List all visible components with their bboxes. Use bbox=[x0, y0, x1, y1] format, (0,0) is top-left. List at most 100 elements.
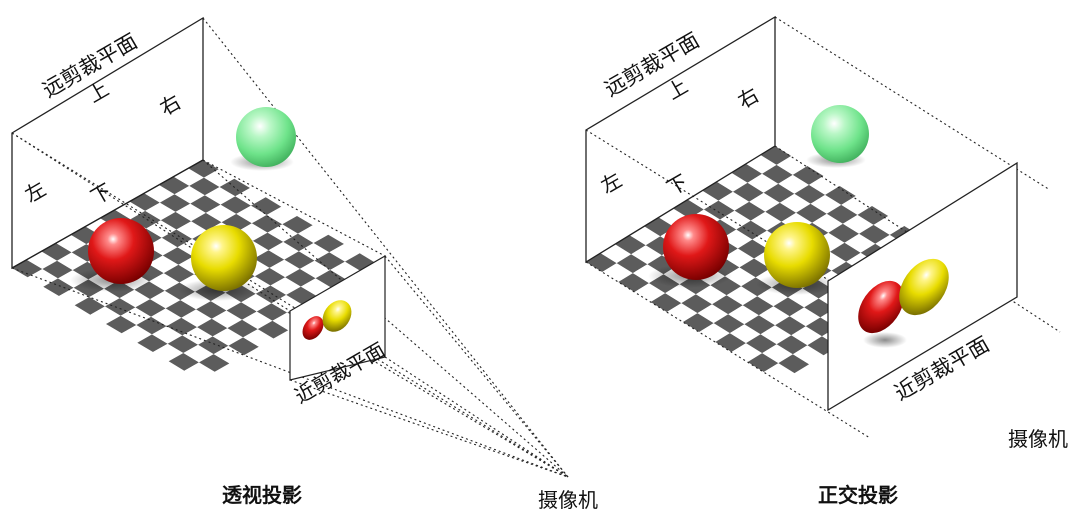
floor-tile-left bbox=[165, 300, 197, 318]
floor-tile-right bbox=[842, 214, 874, 234]
floor-tile-right bbox=[695, 285, 727, 305]
floor-tile-left bbox=[137, 334, 168, 352]
floor-tile-right bbox=[718, 191, 750, 211]
floor-tile-right bbox=[830, 242, 861, 262]
floor-tile-right bbox=[729, 324, 761, 344]
floor-tile-left bbox=[57, 252, 88, 271]
floor-tile-left bbox=[135, 299, 166, 317]
floor-tile-left bbox=[282, 216, 313, 234]
floor-tile-left bbox=[162, 247, 194, 265]
floor-tile-left bbox=[199, 354, 230, 372]
floor-tile-left bbox=[227, 319, 258, 338]
floor-tile-left bbox=[42, 260, 73, 279]
floor-tile-right bbox=[631, 245, 662, 265]
floor-tile-left bbox=[220, 196, 251, 214]
floor-tile-right bbox=[720, 210, 751, 230]
floor-tile-left bbox=[228, 337, 259, 356]
floor-tile-left bbox=[329, 244, 360, 262]
floor-tile-right bbox=[734, 201, 766, 221]
floor-tile-right bbox=[726, 286, 758, 306]
floor-tile-right bbox=[809, 176, 840, 195]
floor-tile-left bbox=[204, 187, 236, 205]
floor-tile-left bbox=[251, 215, 283, 233]
up-label-left: 上 bbox=[84, 77, 113, 108]
green-sphere-left bbox=[236, 107, 296, 167]
floor-tile-right bbox=[736, 220, 767, 240]
floor-tile-left bbox=[151, 308, 182, 327]
floor-tile-left bbox=[189, 177, 220, 196]
floor-tile-right bbox=[844, 233, 876, 253]
yellow-projection-left bbox=[322, 300, 352, 332]
floor-tile-left bbox=[253, 250, 285, 268]
floor-tile-right bbox=[812, 213, 843, 233]
floor-tile-left bbox=[152, 326, 183, 344]
floor-tile-left bbox=[120, 307, 152, 325]
floor-tile-right bbox=[765, 202, 797, 222]
floor-tile-right bbox=[747, 173, 779, 193]
floor-tile-left bbox=[163, 264, 195, 283]
floor-tile-left bbox=[257, 320, 289, 339]
floor-tile-right bbox=[794, 184, 826, 204]
floor-tile-left bbox=[266, 206, 297, 225]
floor-tile-left bbox=[242, 311, 273, 330]
floor-tile-right bbox=[713, 314, 745, 334]
floor-tile-right bbox=[873, 216, 905, 235]
floor-edge-left bbox=[11, 159, 204, 269]
floor-tile-left bbox=[59, 287, 90, 306]
floor-tile-left bbox=[251, 197, 282, 215]
floor-tile-right bbox=[715, 333, 746, 352]
floor-tile-left bbox=[90, 306, 121, 324]
red-sphere-left bbox=[88, 218, 154, 284]
floor-tile-right bbox=[796, 203, 827, 223]
floor-tile-right bbox=[792, 345, 824, 365]
floor-tile-right bbox=[825, 186, 856, 205]
floor-tile-left bbox=[213, 345, 245, 364]
floor-tile-left bbox=[174, 185, 205, 204]
floor-tile-right bbox=[602, 263, 633, 282]
floor-tile-left bbox=[270, 277, 301, 295]
floor-tile-right bbox=[703, 200, 735, 220]
yellow-projection-right bbox=[899, 258, 949, 316]
floor-tile-right bbox=[792, 166, 824, 185]
floor-tile-right bbox=[763, 183, 795, 203]
floor-tile-right bbox=[810, 194, 842, 214]
floor-tile-left bbox=[204, 169, 235, 187]
left-label-right: 左 bbox=[597, 168, 626, 199]
floor-tile-right bbox=[683, 313, 714, 332]
floor-tile-left bbox=[160, 211, 192, 230]
floor-tile-left bbox=[221, 213, 252, 232]
floor-tile-right bbox=[778, 354, 810, 374]
floor-tile-left bbox=[190, 195, 221, 213]
down-label-left: 下 bbox=[87, 179, 116, 210]
floor-tile-right bbox=[747, 353, 779, 372]
floor-tile-left bbox=[159, 194, 191, 212]
floor-tile-right bbox=[666, 303, 698, 322]
floor-tile-left bbox=[252, 232, 284, 251]
perspective-scene: 远剪裁平面 上 右 左 下 近剪裁平面 摄像机 透视投影 bbox=[11, 16, 598, 512]
floor-tile-left bbox=[237, 223, 268, 241]
floor-tile-left bbox=[236, 205, 267, 224]
floor-tile-left bbox=[205, 204, 237, 223]
floor-tile-left bbox=[255, 285, 287, 304]
right-label-right: 右 bbox=[734, 83, 763, 114]
floor-tile-right bbox=[776, 156, 808, 175]
red-sphere-right bbox=[663, 214, 729, 280]
floor-tile-left bbox=[284, 251, 315, 269]
floor-tile-left bbox=[149, 273, 180, 291]
camera-label-right: 摄像机 bbox=[1008, 427, 1068, 451]
floor-tile-right bbox=[616, 254, 648, 274]
floor-tile-right bbox=[828, 223, 860, 243]
floor-tile-right bbox=[618, 273, 649, 292]
floor-tile-right bbox=[758, 306, 790, 326]
floor-tile-left bbox=[191, 212, 222, 231]
floor-tile-left bbox=[181, 309, 212, 328]
floor-tile-right bbox=[725, 267, 756, 287]
floor-tile-right bbox=[733, 182, 764, 202]
floor-tile-left bbox=[148, 255, 179, 274]
floor-tile-left bbox=[184, 362, 215, 380]
floor-tile-right bbox=[721, 229, 753, 249]
floor-tile-right bbox=[650, 293, 682, 312]
floor-tile-right bbox=[681, 294, 713, 314]
floor-tile-left bbox=[121, 325, 152, 343]
floor-tile-right bbox=[737, 239, 769, 259]
